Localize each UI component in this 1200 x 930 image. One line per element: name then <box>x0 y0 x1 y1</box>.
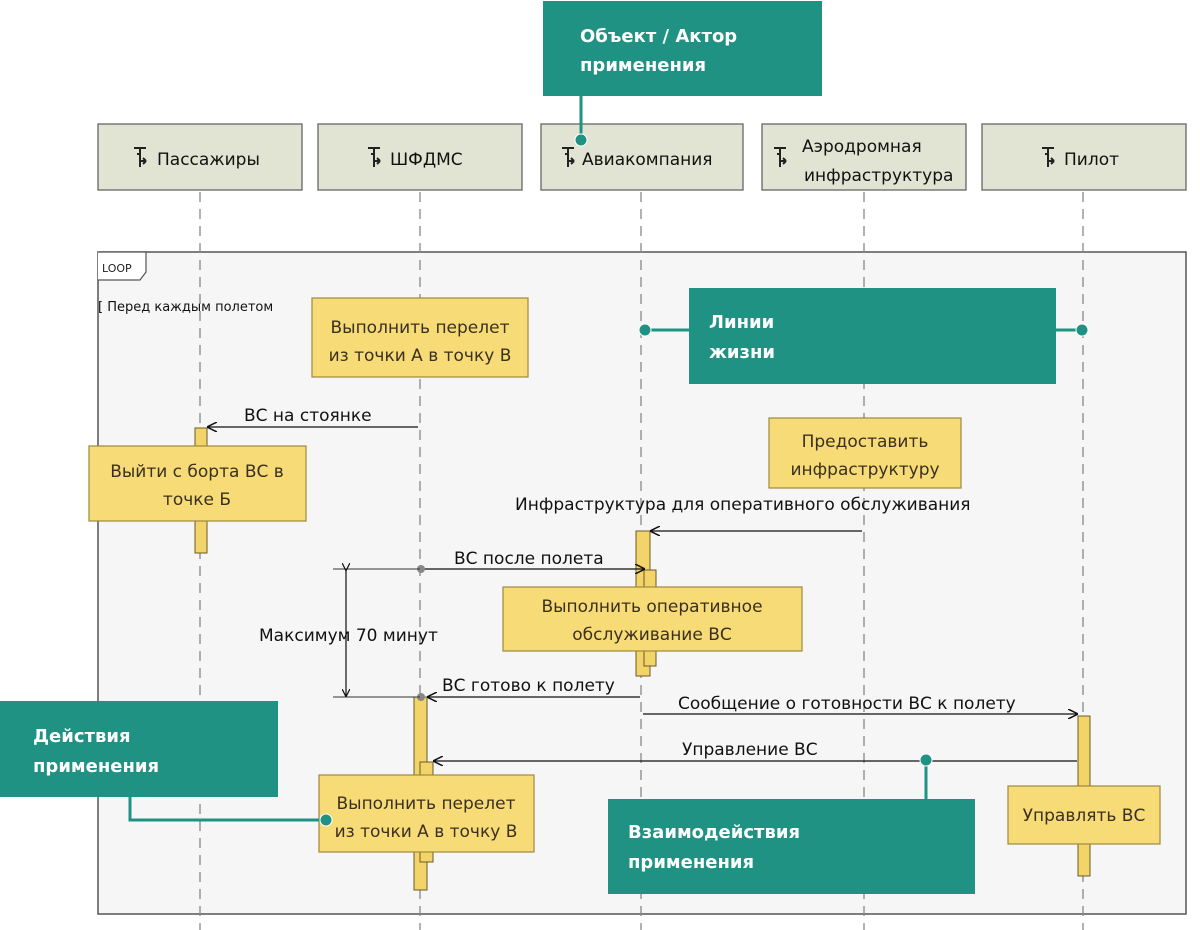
actor-shfdms: ШФДМС <box>317 123 523 191</box>
svg-text:применения: применения <box>580 55 706 76</box>
note-fly-bottom: Выполнить перелет из точки А в точку В <box>318 774 535 853</box>
message-ready: ВС готово к полету <box>417 676 640 701</box>
svg-text:Инфраструктура для оперативног: Инфраструктура для оперативного обслужив… <box>515 495 971 515</box>
note-pilot-control: Управлять ВС <box>1007 785 1161 845</box>
callout-actor: Объект / Актор применения <box>543 1 822 147</box>
actor-airline: Авиакомпания <box>540 123 744 191</box>
svg-text:из точки А в точку В: из точки А в точку В <box>329 346 512 366</box>
svg-text:Выполнить перелет: Выполнить перелет <box>330 318 509 338</box>
callout-interactions: Взаимодействия применения <box>608 753 975 894</box>
note-exit-aircraft: Выйти с борта ВС в точке Б <box>88 445 307 522</box>
actor-icon <box>1042 147 1055 167</box>
svg-text:ВС после полета: ВС после полета <box>454 549 604 569</box>
svg-text:из точки А в точку В: из точки А в точку В <box>335 822 518 842</box>
message-readiness: Сообщение о готовности ВС к полету <box>643 694 1077 714</box>
svg-text:Выйти с борта ВС в: Выйти с борта ВС в <box>110 462 284 482</box>
callout-lifelines: Линии жизни <box>638 288 1089 384</box>
note-service-aircraft: Выполнить оперативное обслуживание ВС <box>502 586 803 652</box>
svg-text:Максимум 70 минут: Максимум 70 минут <box>259 626 438 646</box>
svg-text:Линии: Линии <box>709 312 774 333</box>
svg-text:инфраструктуру: инфраструктуру <box>790 460 939 480</box>
svg-text:Управлять ВС: Управлять ВС <box>1023 806 1146 826</box>
actor-icon <box>774 147 787 167</box>
svg-text:обслуживание ВС: обслуживание ВС <box>572 625 732 645</box>
actor-airport-infrastructure: Аэродромная инфраструктура <box>761 123 967 191</box>
svg-text:Взаимодействия: Взаимодействия <box>628 822 800 843</box>
svg-text:применения: применения <box>33 756 159 777</box>
loop-tag: LOOP <box>102 262 132 275</box>
actor-label: Авиакомпания <box>582 150 713 170</box>
actor-label: Аэродромная <box>802 137 922 157</box>
actor-icon <box>134 147 147 167</box>
svg-text:Действия: Действия <box>33 726 131 747</box>
message-control: Управление ВС <box>434 740 1077 761</box>
note-fly-top: Выполнить перелет из точки А в точку В <box>311 297 529 378</box>
loop-guard: [ Перед каждым полетом <box>98 300 273 315</box>
actor-label: инфраструктура <box>804 166 953 186</box>
callout-actions: Действия применения <box>0 701 333 827</box>
svg-text:применения: применения <box>628 852 754 873</box>
actor-icon <box>562 147 575 167</box>
actor-label: Пассажиры <box>157 150 260 170</box>
svg-text:Сообщение о готовности ВС к по: Сообщение о готовности ВС к полету <box>678 694 1016 714</box>
svg-text:Выполнить оперативное: Выполнить оперативное <box>541 597 762 617</box>
actor-pilot: Пилот <box>981 123 1187 191</box>
svg-text:ВС готово к полету: ВС готово к полету <box>442 676 615 696</box>
svg-text:Выполнить перелет: Выполнить перелет <box>336 794 515 814</box>
message-parked: ВС на стоянке <box>208 406 418 427</box>
svg-text:жизни: жизни <box>709 342 775 363</box>
svg-text:Объект / Актор: Объект / Актор <box>580 26 737 47</box>
actor-passengers: Пассажиры <box>97 123 303 191</box>
duration-constraint: Максимум 70 минут <box>259 569 438 698</box>
message-infrastructure: Инфраструктура для оперативного обслужив… <box>515 495 971 531</box>
message-after-flight: ВС после полета <box>417 549 644 573</box>
actor-icon <box>368 147 381 167</box>
note-provide-infrastructure: Предоставить инфраструктуру <box>768 417 962 489</box>
svg-text:Предоставить: Предоставить <box>802 432 929 452</box>
svg-text:Управление ВС: Управление ВС <box>682 740 818 760</box>
actor-label: ШФДМС <box>390 150 463 170</box>
actor-label: Пилот <box>1064 150 1119 170</box>
svg-text:ВС на стоянке: ВС на стоянке <box>244 406 372 426</box>
svg-text:точке Б: точке Б <box>163 490 231 510</box>
